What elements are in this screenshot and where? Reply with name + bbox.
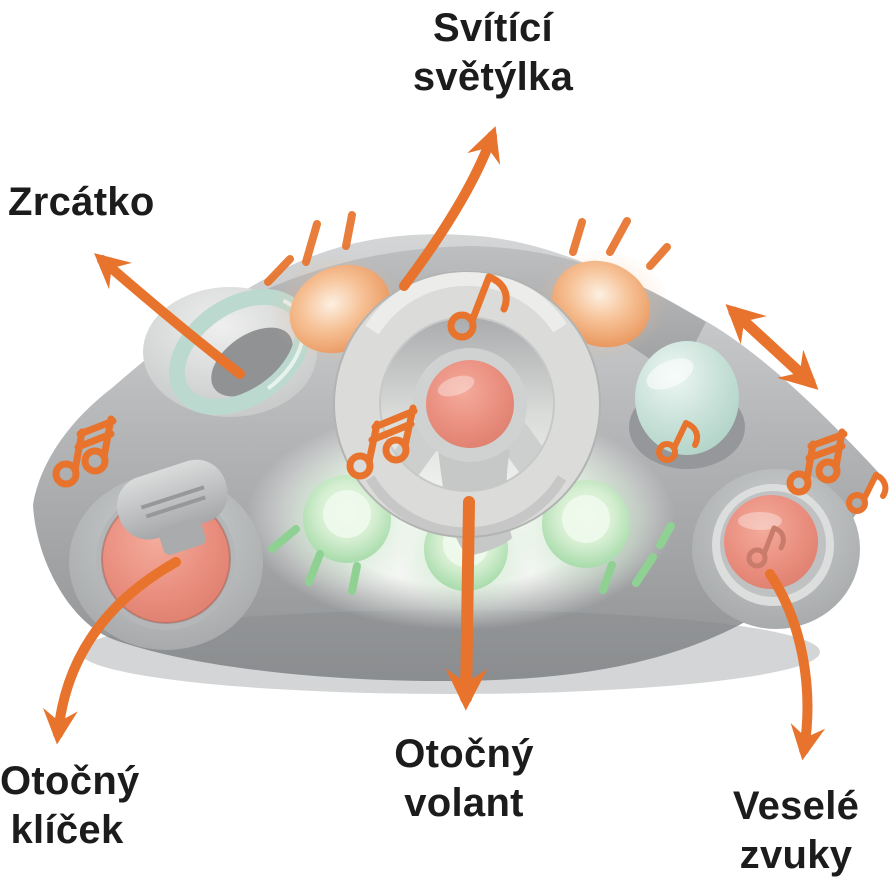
music-note-icon <box>846 472 889 514</box>
music-note-icon <box>447 273 510 341</box>
arrow-to-lights-label <box>399 126 501 291</box>
green-light-rays <box>268 522 675 595</box>
embossed-music-note-icon <box>746 525 786 569</box>
music-note-icon <box>52 415 117 488</box>
label-key: Otočný klíček <box>0 759 140 852</box>
label-sounds: Veselé zvuky <box>732 784 860 877</box>
arrow-shifter-double <box>725 304 819 390</box>
shifter-highlight <box>646 358 694 390</box>
callout-arrows <box>42 126 826 761</box>
music-notes <box>52 273 889 514</box>
green-button-highlight <box>562 495 610 543</box>
arrow-to-key-label <box>42 557 181 745</box>
label-wheel: Otočný volant <box>394 732 534 825</box>
music-note-icon <box>656 420 701 463</box>
lamp-right <box>552 260 650 348</box>
key-handle <box>117 459 228 555</box>
arrow-to-sounds-label <box>765 569 826 761</box>
label-mirror: Zrcátko <box>8 180 155 224</box>
horn-highlight <box>437 375 475 397</box>
sound-button-module <box>692 469 860 629</box>
music-note-icon <box>346 404 418 480</box>
wheel-horn-button <box>426 360 514 448</box>
toy-body-bottom-shadow <box>80 610 820 694</box>
green-button-highlight <box>323 490 371 538</box>
arrow-to-wheel-label <box>445 496 488 711</box>
arrow-to-mirror-label <box>94 253 245 379</box>
sound-button-highlight <box>738 512 782 530</box>
light-rays-orange <box>264 211 671 286</box>
music-note-icon <box>786 428 848 496</box>
shifter-knob <box>635 341 739 455</box>
label-lights: Svítící světýlka <box>412 6 574 99</box>
wheel-rim-highlight <box>365 269 567 335</box>
